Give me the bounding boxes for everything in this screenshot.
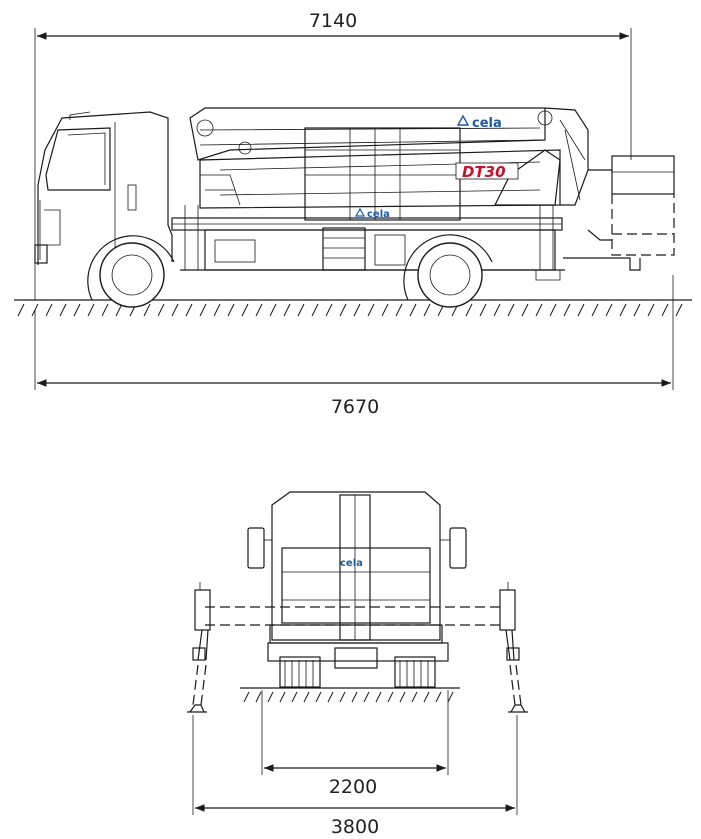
- dimension-label-2200: 2200: [329, 776, 377, 798]
- outrigger-beams: [187, 582, 528, 713]
- rear-wheel: [403, 234, 493, 308]
- dimension-7670: 7670: [34, 275, 674, 418]
- model-label: DT30: [462, 163, 506, 181]
- boom-assembly: [189, 107, 589, 221]
- cela-logo-upper: cela: [456, 114, 502, 131]
- side-view: 7140 7670: [14, 10, 692, 418]
- truck-cab: [34, 111, 173, 265]
- truck-body: [171, 205, 565, 281]
- cela-logo-lower: cela: [354, 207, 390, 220]
- rear-ground: [240, 687, 460, 703]
- logo-text-lower: cela: [367, 209, 390, 220]
- rear-logo: cela: [340, 558, 363, 569]
- dimension-3800: 3800: [192, 715, 518, 838]
- logo-text-rear: cela: [340, 558, 363, 569]
- dimension-label-3800: 3800: [331, 816, 379, 838]
- dimension-2200: 2200: [261, 690, 449, 798]
- platform-basket-side: [563, 155, 675, 271]
- front-wheel: [87, 235, 175, 308]
- rear-view: cela: [187, 491, 528, 838]
- rear-axle: [267, 642, 449, 688]
- dimension-label-7140: 7140: [309, 10, 357, 32]
- model-badge: DT30: [455, 162, 519, 181]
- logo-text-upper: cela: [472, 116, 502, 131]
- dimension-label-7670: 7670: [331, 396, 379, 418]
